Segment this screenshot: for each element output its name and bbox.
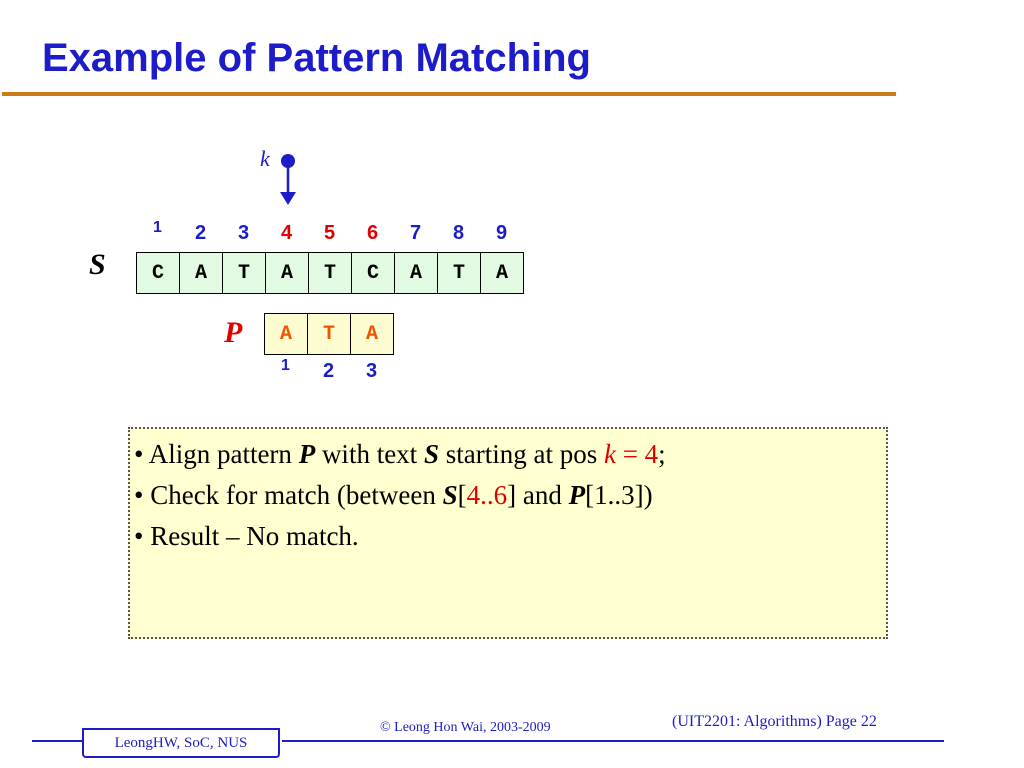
text-cell: C (352, 253, 395, 293)
text-index: 1 (153, 219, 162, 236)
pattern-index: 1 (281, 357, 290, 374)
pattern-index: 3 (365, 360, 378, 382)
text-index: 7 (409, 222, 422, 244)
bullet-check: • Check for match (between S[4..6] and P… (134, 480, 653, 510)
pattern-index-row: 1 2 3 (264, 357, 393, 383)
footer-tab: LeongHW, SoC, NUS (82, 728, 280, 758)
text-index-row: 1 2 3 4 5 6 7 8 9 (136, 219, 523, 245)
text-cell: A (481, 253, 524, 293)
slide-title: Example of Pattern Matching (42, 36, 591, 80)
pattern-cell: A (351, 314, 394, 354)
bullet-result: • Result – No match. (134, 521, 359, 551)
text-index: 4 (280, 222, 293, 244)
title-divider (2, 92, 896, 96)
explanation-box: • Align pattern P with text S starting a… (128, 427, 888, 639)
footer-divider-left (32, 740, 82, 742)
footer-copyright: © Leong Hon Wai, 2003-2009 (380, 720, 551, 735)
text-index: 8 (452, 222, 465, 244)
bullet-align: • Align pattern P with text S starting a… (134, 439, 666, 469)
text-cell: A (180, 253, 223, 293)
pattern-index: 2 (322, 360, 335, 382)
text-index: 2 (194, 222, 207, 244)
text-cell: A (266, 253, 309, 293)
pattern-p-label: P (224, 316, 243, 349)
text-cell: T (309, 253, 352, 293)
text-cell: T (223, 253, 266, 293)
text-cell: C (137, 253, 180, 293)
text-index: 5 (323, 222, 336, 244)
text-index: 3 (237, 222, 250, 244)
footer-divider-right (282, 740, 944, 742)
text-s-label: S (89, 248, 106, 281)
k-label: k (260, 146, 270, 171)
text-cell: T (438, 253, 481, 293)
k-pointer-arrow-icon (280, 154, 296, 205)
text-cell: A (395, 253, 438, 293)
text-index: 9 (495, 222, 508, 244)
footer-page-number: (UIT2201: Algorithms) Page 22 (672, 713, 877, 730)
text-index: 6 (366, 222, 379, 244)
pattern-cell: T (308, 314, 351, 354)
pattern-cell: A (265, 314, 308, 354)
